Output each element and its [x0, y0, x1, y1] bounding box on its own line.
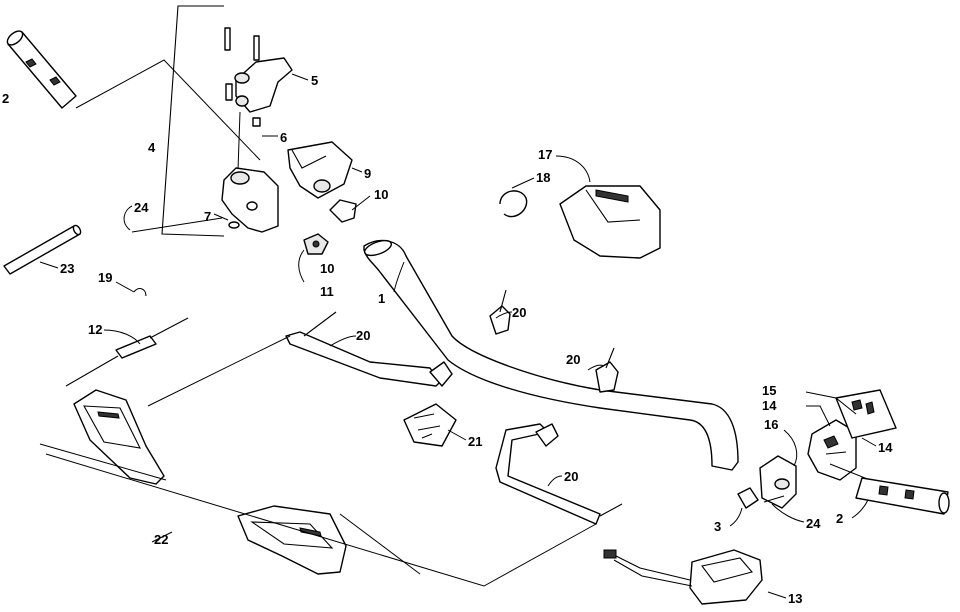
callout-24b: 24 [806, 516, 821, 531]
callout-20d: 20 [564, 469, 578, 484]
heater-13 [603, 549, 763, 605]
callout-7: 7 [204, 209, 211, 224]
cable-12 [65, 317, 189, 387]
switch-housing-right [807, 419, 857, 481]
leader-11 [298, 249, 305, 283]
clamp-20-mid [595, 347, 619, 393]
plate-21 [403, 403, 457, 447]
leader-19 [115, 281, 135, 293]
cover-16 [759, 455, 797, 509]
callout-10: 10 [320, 261, 334, 276]
leader-23 [39, 261, 59, 269]
leader-20c [587, 364, 605, 371]
grip-left [6, 30, 77, 109]
callout-22: 22 [154, 532, 168, 547]
part-9 [329, 199, 357, 223]
callout-9: 10 [374, 187, 388, 202]
leader-20a [329, 335, 357, 347]
callout-14b: 14 [878, 440, 893, 455]
guard-22-right [237, 505, 347, 575]
screw-24a [131, 217, 223, 233]
handlebar-1 [363, 239, 739, 471]
callout-15: 15 [762, 383, 776, 398]
leader-12 [103, 329, 141, 345]
leader-17 [555, 155, 591, 183]
cover-8 [287, 141, 353, 199]
leader-20d [547, 475, 563, 487]
callout-12: 12 [88, 322, 102, 337]
callout-19: 19 [98, 270, 112, 285]
clamp-20-top [489, 289, 511, 335]
callout-4: 4 [148, 140, 156, 155]
callout-1: 1 [378, 291, 385, 306]
grip-right [855, 477, 950, 515]
leader-2b [851, 499, 869, 519]
callout-13: 13 [788, 591, 802, 606]
leader-24a [123, 205, 133, 231]
callout-24a: 24 [134, 200, 149, 215]
leader-1 [393, 261, 405, 293]
callout-2a: 2 [2, 91, 9, 106]
throttle-housing [221, 167, 279, 233]
throttle-lever [224, 27, 293, 127]
leader-3 [729, 507, 743, 527]
callout-5: 5 [311, 73, 318, 88]
leader-22 [151, 531, 173, 543]
callout-3: 3 [714, 519, 721, 534]
leader-14a [806, 405, 831, 427]
leader-18 [511, 177, 535, 189]
callout-11: 11 [320, 284, 334, 299]
callout-21: 21 [468, 434, 482, 449]
leader-21 [447, 429, 467, 441]
leader-22-right [339, 513, 421, 575]
callout-14a: 14 [762, 398, 777, 413]
callout-16: 16 [764, 417, 778, 432]
clip-18 [499, 190, 528, 218]
crossbar-20-upper [285, 311, 453, 387]
switch-10 [303, 233, 329, 255]
callout-20c: 20 [566, 352, 580, 367]
handguard-17 [559, 185, 661, 259]
leader-24b [771, 503, 805, 523]
leader-6 [237, 111, 241, 171]
crossbar-20-lower [495, 423, 623, 525]
leader-22-top [147, 335, 291, 407]
leader-20b [495, 311, 513, 319]
leader-7 [213, 213, 229, 221]
callout-23: 23 [60, 261, 74, 276]
callout-20b: 20 [512, 305, 526, 320]
leader-8 [351, 167, 363, 173]
clip-19 [133, 287, 147, 297]
bracket-4 [161, 5, 225, 237]
callout-6: 6 [280, 130, 287, 145]
switch-insert-14 [835, 389, 897, 439]
leader-13 [767, 591, 787, 599]
callout-8: 9 [364, 166, 371, 181]
leader-9 [351, 195, 371, 211]
leader-22-mid [39, 443, 167, 481]
callout-18: 18 [536, 170, 550, 185]
leader-5 [291, 73, 309, 81]
screw-24b [763, 495, 785, 503]
leader-14b [861, 437, 877, 447]
leader-16 [783, 429, 798, 467]
tube-23 [3, 224, 82, 275]
callout-2b: 2 [836, 511, 843, 526]
leader-2a [75, 59, 261, 161]
callout-17: 17 [538, 147, 552, 162]
guard-22-left [73, 389, 165, 485]
leader-15 [805, 391, 857, 415]
leader-22-bottom [45, 453, 597, 587]
callout-20a: 20 [356, 328, 370, 343]
sleeve-3 [737, 487, 759, 509]
